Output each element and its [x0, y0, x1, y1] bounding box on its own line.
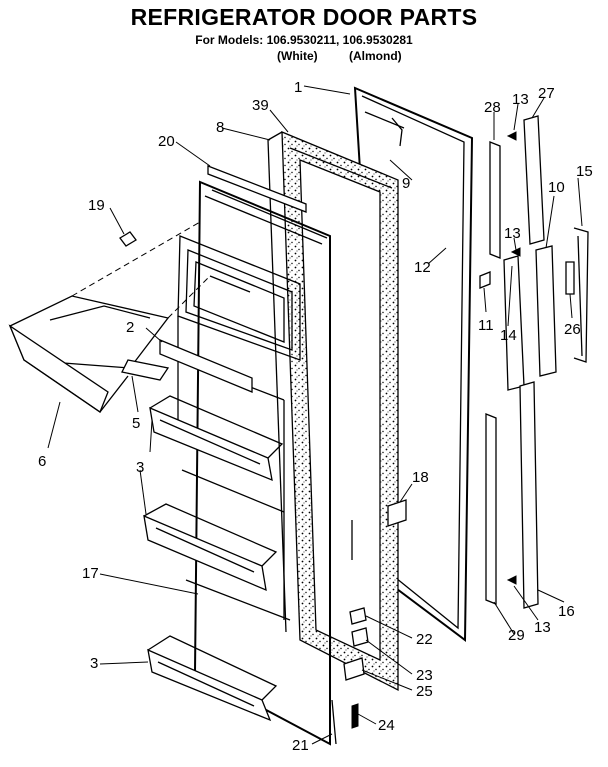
callout-13c: 13 — [534, 619, 551, 636]
handle-bracket-10 — [535, 245, 557, 377]
callout-11: 11 — [478, 317, 494, 334]
handle-trim-29 — [485, 413, 497, 605]
callout-24: 24 — [378, 717, 395, 734]
models-line: For Models: 106.9530211, 106.9530281 — [195, 33, 413, 47]
leader-lines — [47, 85, 583, 745]
hinge-parts — [331, 607, 369, 745]
callout-14: 14 — [500, 327, 517, 344]
callout-2: 2 — [126, 319, 134, 336]
callout-12: 12 — [414, 259, 431, 276]
dispenser-cover — [8, 221, 211, 413]
callout-6: 6 — [38, 453, 46, 470]
callout-29: 29 — [508, 627, 525, 644]
door-trim-strip — [207, 165, 307, 213]
door-shelf-middle — [143, 503, 278, 592]
callout-26: 26 — [564, 321, 581, 338]
diagram-title: REFRIGERATOR DOOR PARTS — [130, 4, 478, 30]
callout-20: 20 — [158, 133, 175, 150]
clip-11-icon — [479, 271, 491, 289]
dispenser-tray — [121, 359, 170, 381]
dispenser-frame — [159, 339, 253, 393]
callout-5: 5 — [132, 415, 140, 432]
door-gasket — [267, 131, 399, 692]
callout-8: 8 — [216, 119, 224, 136]
callout-23: 23 — [416, 667, 433, 684]
handle-14 — [503, 255, 525, 391]
callout-28: 28 — [484, 99, 501, 116]
handle-clip-26 — [565, 261, 575, 295]
callout-13a: 13 — [512, 91, 529, 108]
screw-19-icon — [119, 231, 137, 247]
callout-labels: 1 39 8 20 19 9 12 2 5 6 3 3 17 3 18 22 2… — [38, 79, 593, 754]
callout-17: 17 — [82, 565, 99, 582]
callout-1: 1 — [294, 79, 302, 96]
callout-22: 22 — [416, 631, 433, 648]
color-white-caption: (White) — [277, 49, 318, 63]
callout-27: 27 — [538, 85, 555, 102]
callout-25: 25 — [416, 683, 433, 700]
callout-16: 16 — [558, 603, 575, 620]
handle-trim-28 — [489, 141, 501, 259]
callout-13b: 13 — [504, 225, 521, 242]
callout-39: 39 — [252, 97, 269, 114]
callout-3c: 3 — [90, 655, 98, 672]
door-shelf-lower — [147, 635, 278, 722]
callout-15: 15 — [576, 163, 593, 180]
color-almond-caption: (Almond) — [349, 49, 402, 63]
door-shelf-upper — [149, 395, 284, 482]
callout-3a: 3 — [136, 459, 144, 476]
callout-21: 21 — [292, 737, 309, 754]
callout-19: 19 — [88, 197, 105, 214]
handle-16 — [519, 381, 539, 609]
handle-15 — [573, 227, 589, 363]
callout-10: 10 — [548, 179, 565, 196]
door-liner — [177, 180, 331, 746]
handle-27 — [523, 115, 545, 245]
callout-18: 18 — [412, 469, 429, 486]
callout-9: 9 — [402, 175, 410, 192]
